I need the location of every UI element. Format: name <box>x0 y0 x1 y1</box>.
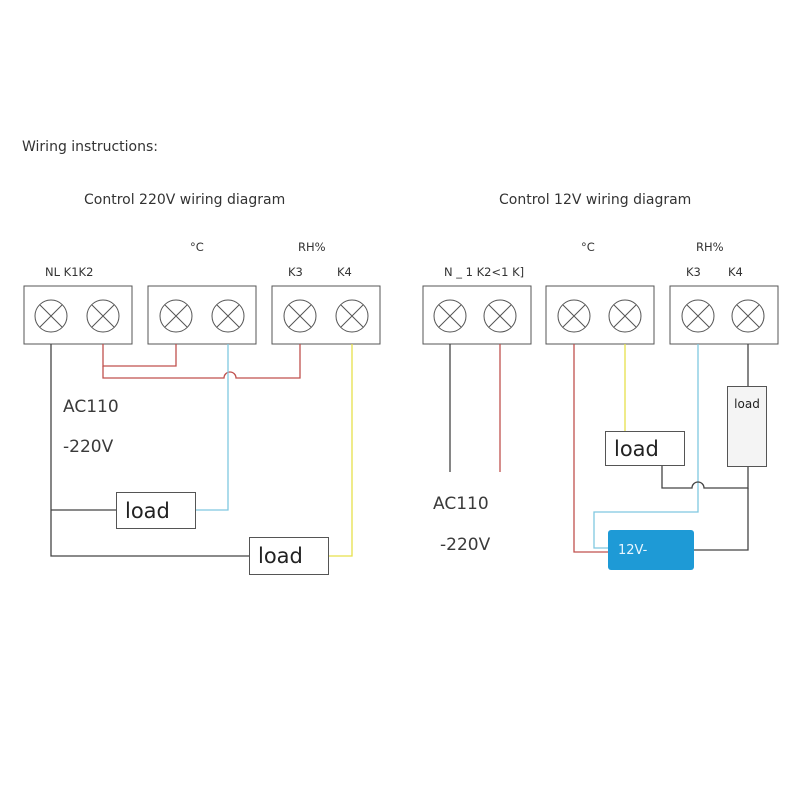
left-red-wire-temp <box>102 344 177 367</box>
left-blue-wire <box>196 344 229 511</box>
right-ac-line1: AC110 <box>433 494 489 514</box>
battery-12v: 12V- <box>608 530 694 570</box>
left-terminal-block-rh <box>271 285 381 345</box>
left-terminal-block-temp <box>147 285 257 345</box>
right-dark-wire-loads <box>661 466 749 489</box>
right-terminal-block-temp <box>545 285 655 345</box>
right-dark-wire-battery <box>694 488 749 551</box>
left-label-rh: RH% <box>298 240 326 254</box>
right-terminal-block-rh <box>669 285 779 345</box>
terminal-screw <box>608 299 642 333</box>
left-label-temp: °C <box>190 240 204 254</box>
right-diagram-heading: Control 12V wiring diagram <box>499 192 692 208</box>
right-terminal-block-power <box>422 285 532 345</box>
terminal-screw <box>283 299 317 333</box>
terminal-screw <box>433 299 467 333</box>
left-terminal-block-power <box>23 285 133 345</box>
terminal-screw <box>34 299 68 333</box>
terminal-screw <box>335 299 369 333</box>
right-red-wire <box>573 344 608 553</box>
left-wires <box>50 344 353 557</box>
right-blue-wire <box>593 344 699 549</box>
left-diagram-heading: Control 220V wiring diagram <box>84 192 286 208</box>
right-ac-line2: -220V <box>440 535 491 555</box>
page-title: Wiring instructions: <box>22 139 158 155</box>
right-label-n-k2: N _ 1 K2<1 K] <box>444 265 525 279</box>
terminal-screw <box>557 299 591 333</box>
left-red-wire-k3 <box>102 344 301 379</box>
terminal-screw <box>731 299 765 333</box>
right-wires <box>449 344 749 553</box>
right-label-k4: K4 <box>728 265 743 279</box>
left-label-k3: K3 <box>288 265 303 279</box>
left-neutral-wire <box>50 344 249 557</box>
terminal-screw <box>681 299 715 333</box>
terminal-screw <box>483 299 517 333</box>
right-load-b: load <box>727 386 767 467</box>
right-label-temp: °C <box>581 240 595 254</box>
left-load-a: load <box>116 492 196 529</box>
left-label-k4: K4 <box>337 265 352 279</box>
right-label-rh: RH% <box>696 240 724 254</box>
terminal-screw <box>86 299 120 333</box>
right-label-k3: K3 <box>686 265 701 279</box>
left-yellow-wire <box>328 344 353 557</box>
left-ac-line1: AC110 <box>63 397 119 417</box>
terminal-screw <box>159 299 193 333</box>
left-label-nl-k1k2: NL K1K2 <box>45 265 94 279</box>
terminal-screw <box>211 299 245 333</box>
left-ac-line2: -220V <box>63 437 114 457</box>
left-load-b: load <box>249 537 329 575</box>
right-load-a: load <box>605 431 685 466</box>
